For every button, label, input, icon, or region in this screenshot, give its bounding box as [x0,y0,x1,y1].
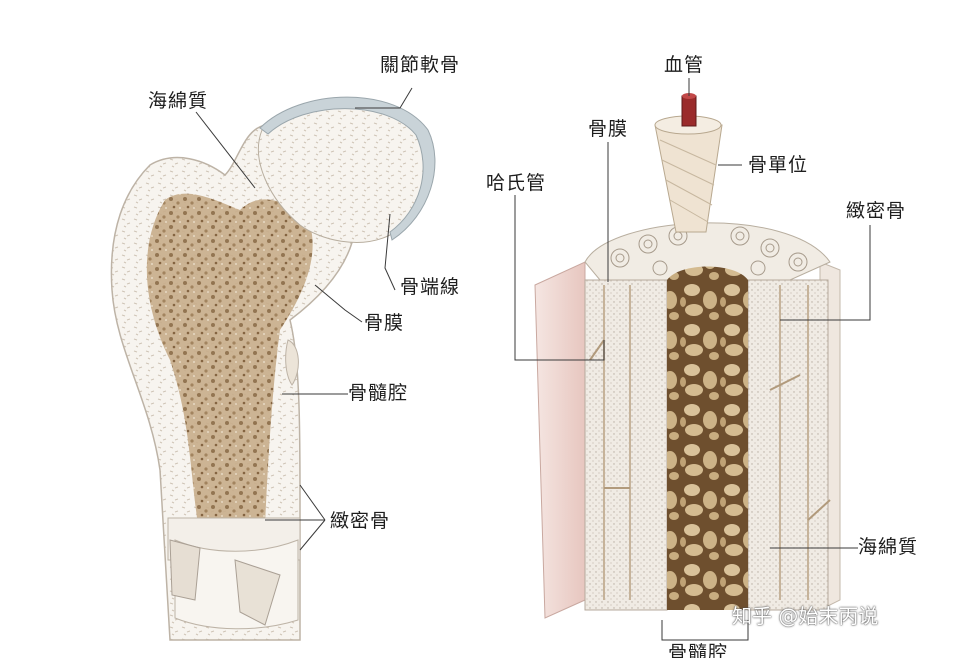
label-compact-bone-left: 緻密骨 [330,510,391,532]
left-leader-lines [195,87,413,551]
bone-section-illustration [534,93,841,641]
label-blood-vessel: 血管 [664,54,705,76]
label-epiphyseal-line: 骨端線 [400,276,461,298]
right-leader-lines [514,78,871,549]
label-compact-bone-right: 緻密骨 [846,200,907,222]
label-osteon: 骨單位 [748,154,809,176]
watermark-text: 知乎 @始末丙说 [732,604,879,628]
label-spongy-bone-right: 海綿質 [858,536,919,558]
label-periosteum-right: 骨膜 [588,118,629,140]
label-marrow-cavity-right: 骨髓腔 [668,642,729,664]
label-periosteum-left: 骨膜 [364,312,405,334]
label-articular-cartilage: 關節軟骨 [380,54,461,76]
femur-illustration [110,96,436,641]
label-marrow-cavity-left: 骨髓腔 [348,382,409,404]
label-spongy-bone-left: 海綿質 [148,90,209,112]
label-haversian-canal: 哈氏管 [486,172,547,194]
